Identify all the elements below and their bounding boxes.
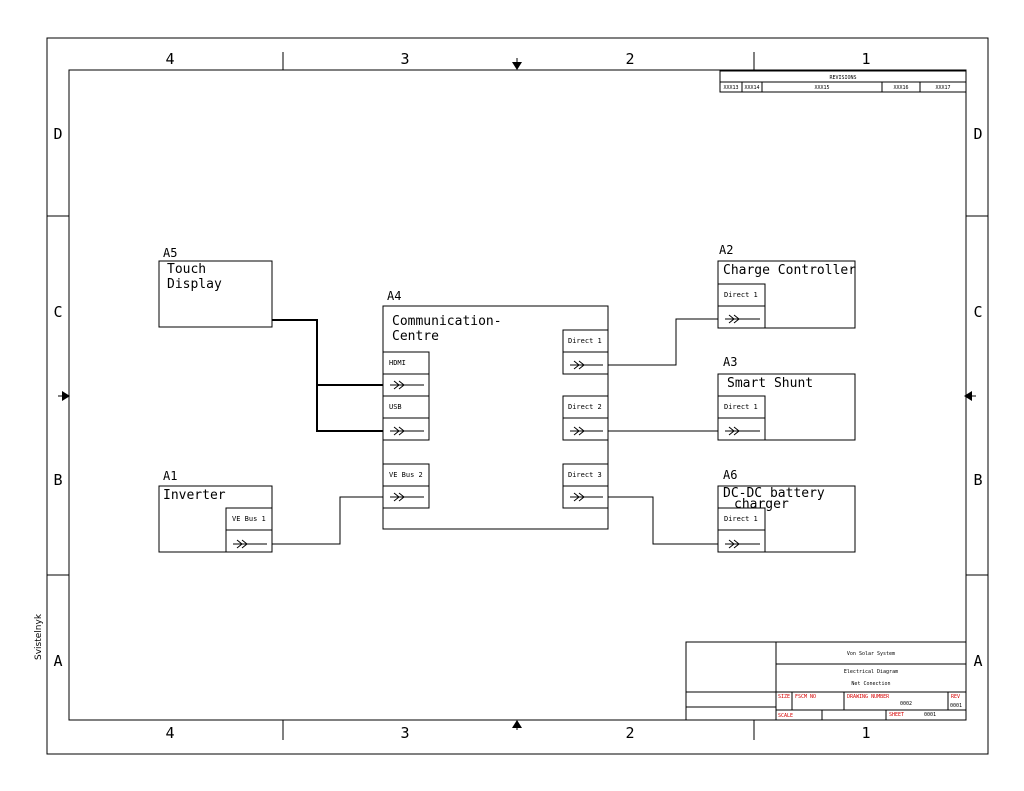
a6-ref: A6 xyxy=(723,468,737,482)
author-side-text: Svistelnyk xyxy=(34,613,44,660)
title-block-subtitle: Net Conection xyxy=(851,681,890,687)
a5-title-line1: Touch xyxy=(167,262,206,277)
connector-symbol-a3-direct1 xyxy=(725,426,760,436)
wire-a1-to-vebus2 xyxy=(272,496,383,545)
title-block-company: Von Solar System xyxy=(847,651,895,657)
col-label-bottom-4: 4 xyxy=(165,724,174,742)
a1-title: Inverter xyxy=(163,488,226,503)
title-block: Von Solar System Electrical Diagram Net … xyxy=(685,641,967,721)
row-label-right-a: A xyxy=(973,652,982,670)
a4-port-usb-label: USB xyxy=(389,403,402,411)
a4-port-vebus2-label: VE Bus 2 xyxy=(389,471,423,479)
block-a3-smart-shunt: A3 Smart Shunt Direct 1 xyxy=(717,355,856,441)
connector-symbol-a2-direct1 xyxy=(725,314,760,324)
connector-symbol-a1-vebus1 xyxy=(233,539,267,549)
a4-port-hdmi-label: HDMI xyxy=(389,359,406,367)
row-label-left-c: C xyxy=(53,303,62,321)
title-block-sheet: 0001 xyxy=(924,712,936,718)
connector-symbol-a4-direct1 xyxy=(570,360,603,370)
wire-direct1-to-a2 xyxy=(608,318,718,366)
revisions-col-2: XXX14 xyxy=(744,85,759,91)
revisions-col-3: XXX15 xyxy=(814,85,829,91)
a6-port-label: Direct 1 xyxy=(724,515,758,523)
inner-border xyxy=(68,69,967,721)
connector-symbol-a6-direct1 xyxy=(725,539,760,549)
connector-symbol-a4-vebus2 xyxy=(390,492,424,502)
title-block-drawing-number: 0002 xyxy=(900,701,912,707)
centering-marks xyxy=(58,58,976,730)
wires xyxy=(272,318,718,545)
row-label-right-b: B xyxy=(973,471,982,489)
outer-border xyxy=(46,37,989,755)
revisions-block: REVISIONS XXX13 XXX14 XXX15 XXX16 XXX17 xyxy=(719,70,967,93)
title-block-sheet-label: SHEET xyxy=(889,712,904,718)
revisions-title: REVISIONS xyxy=(829,75,856,81)
connector-symbol-a4-usb xyxy=(390,426,424,436)
a1-ref: A1 xyxy=(163,469,177,483)
a4-title-line1: Communication- xyxy=(392,314,502,329)
block-a1-inverter: A1 Inverter VE Bus 1 xyxy=(158,469,273,553)
a4-title-line2: Centre xyxy=(392,329,439,344)
a5-ref: A5 xyxy=(163,246,177,260)
connector-symbol-a4-direct2 xyxy=(570,426,603,436)
connector-symbol-a4-direct3 xyxy=(570,492,603,502)
wire-a5-to-usb xyxy=(316,385,383,432)
row-label-left-a: A xyxy=(53,652,62,670)
connector-symbols xyxy=(233,314,760,549)
revisions-col-1: XXX13 xyxy=(723,85,738,91)
a2-ref: A2 xyxy=(719,243,733,257)
col-label-bottom-1: 1 xyxy=(861,724,870,742)
a4-port-direct1-label: Direct 1 xyxy=(568,337,602,345)
a4-ref: A4 xyxy=(387,289,401,303)
col-label-top-2: 2 xyxy=(625,50,634,68)
wire-a5-to-hdmi xyxy=(272,319,383,386)
a2-title: Charge Controller xyxy=(723,263,856,278)
a3-port-label: Direct 1 xyxy=(724,403,758,411)
col-label-top-4: 4 xyxy=(165,50,174,68)
col-label-bottom-3: 3 xyxy=(400,724,409,742)
block-a6-dcdc-charger: A6 DC-DC battery charger Direct 1 xyxy=(717,468,856,553)
a1-port-label: VE Bus 1 xyxy=(232,515,266,523)
title-block-rev: 0001 xyxy=(950,703,962,709)
title-block-size-label: SIZE xyxy=(778,694,790,700)
a3-title: Smart Shunt xyxy=(727,376,813,391)
revisions-col-5: XXX17 xyxy=(935,85,950,91)
block-a5-touch-display: A5 Touch Display xyxy=(158,246,273,328)
row-label-right-d: D xyxy=(973,125,982,143)
title-block-rev-label: REV xyxy=(951,694,960,700)
title-block-fscm-label: FSCM NO xyxy=(795,694,816,700)
row-label-left-d: D xyxy=(53,125,62,143)
col-label-top-1: 1 xyxy=(861,50,870,68)
row-label-right-c: C xyxy=(973,303,982,321)
block-a4-communication-centre: A4 Communication- Centre HDMI USB VE Bus… xyxy=(382,289,609,530)
revisions-col-4: XXX16 xyxy=(893,85,908,91)
title-block-title: Electrical Diagram xyxy=(844,669,898,675)
a6-title-line2: charger xyxy=(734,497,789,512)
a6-title-line1: DC-DC battery xyxy=(723,486,825,501)
wire-direct3-to-a6 xyxy=(608,496,718,545)
block-a2-charge-controller: A2 Charge Controller Direct 1 xyxy=(717,243,856,329)
a4-port-direct3-label: Direct 3 xyxy=(568,471,602,479)
col-label-top-3: 3 xyxy=(400,50,409,68)
a2-port-label: Direct 1 xyxy=(724,291,758,299)
a3-ref: A3 xyxy=(723,355,737,369)
col-label-bottom-2: 2 xyxy=(625,724,634,742)
connector-symbol-a4-hdmi xyxy=(390,380,424,390)
title-block-scale-label: SCALE xyxy=(778,713,793,719)
a5-title-line2: Display xyxy=(167,277,222,292)
title-block-drawing-number-label: DRAWING NUMBER xyxy=(847,694,890,700)
zone-ticks xyxy=(47,52,988,740)
row-label-left-b: B xyxy=(53,471,62,489)
a4-port-direct2-label: Direct 2 xyxy=(568,403,602,411)
